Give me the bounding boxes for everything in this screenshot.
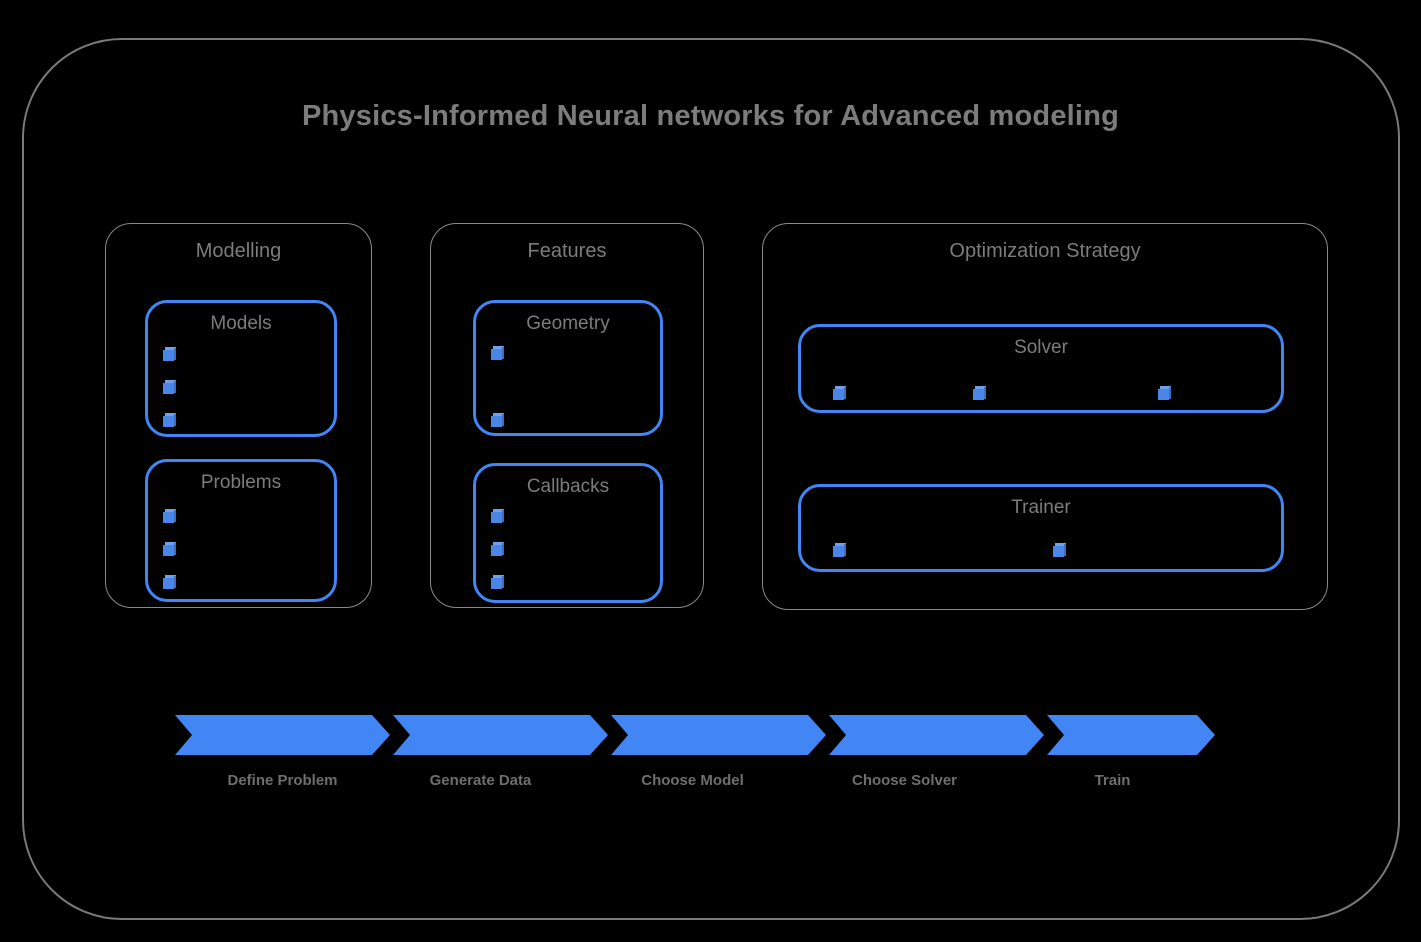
group-optimization-strategy: Optimization Strategy [762, 223, 1328, 610]
cube-bullet [833, 543, 846, 557]
subbox-models-title: Models [210, 313, 272, 334]
page-title: Physics-Informed Neural networks for Adv… [301, 100, 1120, 132]
subbox-solver-title: Solver [1014, 337, 1068, 358]
cube-bullet [1053, 543, 1066, 557]
cube-bullet [163, 380, 176, 394]
subbox-callbacks[interactable]: Callbacks [473, 463, 663, 603]
cube-bullet [491, 413, 504, 427]
pipeline-step-label: Define Problem [227, 772, 338, 789]
subbox-problems[interactable]: Problems [145, 459, 337, 602]
cube-bullet [163, 509, 176, 523]
cube-bullet [973, 386, 986, 400]
cube-bullet [163, 542, 176, 556]
subbox-trainer-title: Trainer [1011, 497, 1071, 518]
cube-bullet [491, 509, 504, 523]
pipeline [175, 715, 1215, 755]
subbox-solver[interactable]: Solver [798, 324, 1284, 413]
pipeline-step-arrow[interactable] [611, 715, 826, 755]
pipeline-step-label: Choose Model [641, 772, 744, 789]
pipeline-step-arrow[interactable] [1047, 715, 1215, 755]
subbox-geometry-title: Geometry [526, 313, 610, 334]
pipeline-step-label: Generate Data [429, 772, 532, 789]
group-modelling: Modelling [105, 223, 372, 608]
cube-bullet [163, 575, 176, 589]
cube-bullet [163, 413, 176, 427]
pipeline-step-label: Train [1094, 772, 1131, 789]
pipeline-step-arrow[interactable] [393, 715, 608, 755]
pipeline-step-arrow[interactable] [829, 715, 1044, 755]
pipeline-step-label: Choose Solver [851, 772, 958, 789]
subbox-callbacks-title: Callbacks [526, 476, 610, 497]
outer-container [22, 38, 1400, 920]
cube-bullet [491, 346, 504, 360]
cube-bullet [163, 347, 176, 361]
cube-bullet [833, 386, 846, 400]
group-modelling-title: Modelling [195, 240, 282, 262]
group-features-title: Features [527, 240, 607, 262]
subbox-trainer[interactable]: Trainer [798, 484, 1284, 572]
cube-bullet [491, 575, 504, 589]
cube-bullet [491, 542, 504, 556]
subbox-geometry[interactable]: Geometry [473, 300, 663, 436]
subbox-models[interactable]: Models [145, 300, 337, 437]
group-features: Features [430, 223, 704, 608]
pipeline-step-arrow[interactable] [175, 715, 390, 755]
subbox-problems-title: Problems [200, 472, 282, 493]
cube-bullet [1158, 386, 1171, 400]
group-optimization-title: Optimization Strategy [949, 240, 1141, 262]
